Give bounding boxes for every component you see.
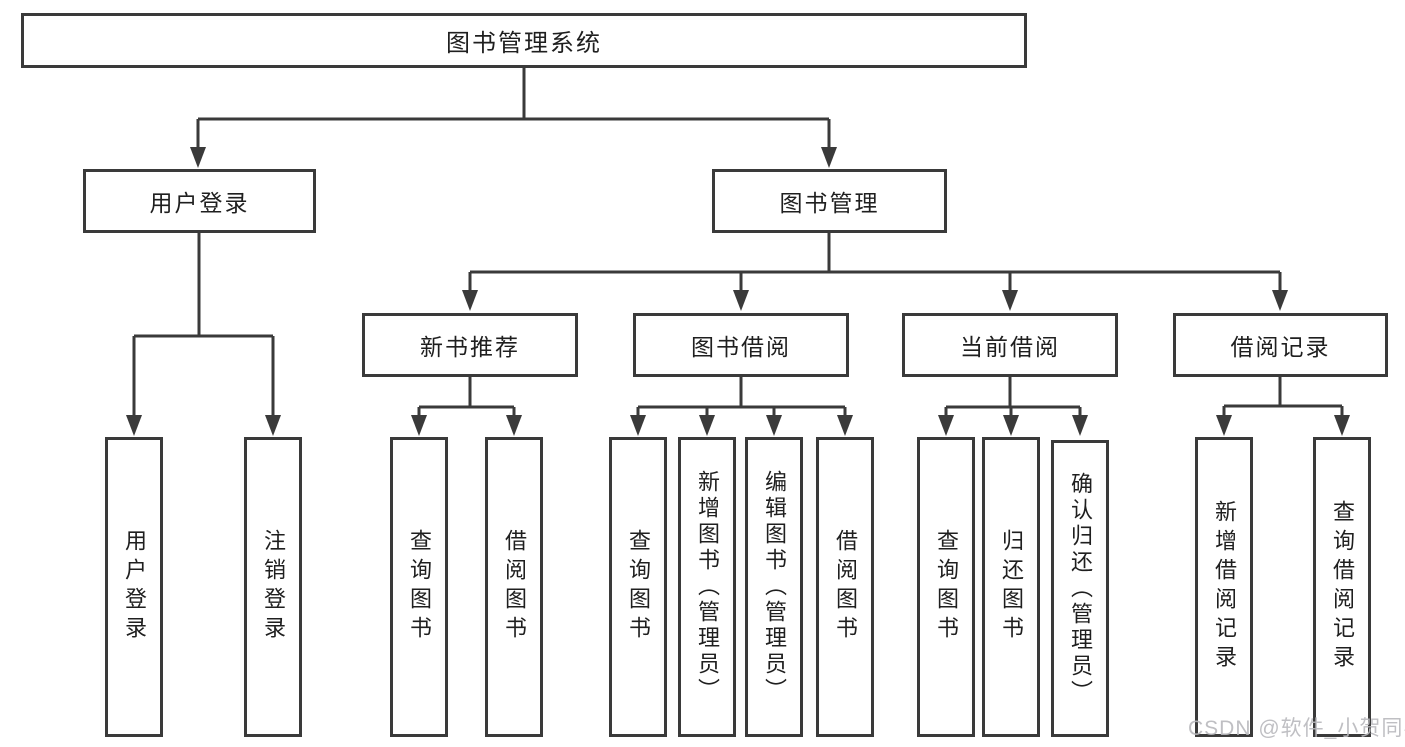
node-label: 图书借阅 (691, 334, 791, 360)
leaf-logout-login: 注销登录 (244, 437, 302, 737)
node-root: 图书管理系统 (21, 13, 1027, 68)
leaf-nbr-borrow-book: 借阅图书 (485, 437, 543, 737)
node-current-borrow: 当前借阅 (902, 313, 1118, 377)
node-label: 新增图书（管理员） (695, 470, 720, 704)
node-label: 用户登录 (122, 529, 147, 645)
node-label: 图书管理系统 (446, 30, 602, 57)
node-label: 借阅记录 (1230, 334, 1331, 360)
node-label: 查询借阅记录 (1330, 500, 1355, 674)
node-label: 借阅图书 (833, 529, 858, 645)
leaf-bb-query-book: 查询图书 (609, 437, 667, 737)
node-label: 新书推荐 (420, 334, 520, 360)
node-label: 新增借阅记录 (1212, 500, 1237, 674)
leaf-bb-borrow-book: 借阅图书 (816, 437, 874, 737)
leaf-cb-query-book: 查询图书 (917, 437, 975, 737)
leaf-cb-confirm-return-admin: 确认归还（管理员） (1051, 440, 1109, 737)
node-label: 查询图书 (626, 529, 651, 645)
node-label: 借阅图书 (502, 529, 527, 645)
node-label: 图书管理 (779, 190, 880, 216)
node-label: 当前借阅 (960, 334, 1060, 360)
leaf-br-query-record: 查询借阅记录 (1313, 437, 1371, 737)
leaf-br-add-record: 新增借阅记录 (1195, 437, 1253, 737)
leaf-bb-add-book-admin: 新增图书（管理员） (678, 437, 736, 737)
leaf-user-login: 用户登录 (105, 437, 163, 737)
node-new-book-recommend: 新书推荐 (362, 313, 578, 377)
node-label: 用户登录 (149, 190, 250, 216)
node-label: 确认归还（管理员） (1068, 471, 1093, 706)
node-label: 注销登录 (261, 529, 286, 645)
node-book-management: 图书管理 (712, 169, 947, 233)
node-user-login: 用户登录 (83, 169, 316, 233)
node-borrow-records: 借阅记录 (1173, 313, 1388, 377)
node-label: 编辑图书（管理员） (762, 470, 787, 704)
node-label: 归还图书 (999, 529, 1024, 645)
node-book-borrow: 图书借阅 (633, 313, 849, 377)
leaf-cb-return-book: 归还图书 (982, 437, 1040, 737)
node-label: 查询图书 (934, 529, 959, 645)
watermark: CSDN @软件_小贺同学 (1188, 717, 1405, 740)
node-label: 查询图书 (407, 529, 432, 645)
leaf-nbr-query-book: 查询图书 (390, 437, 448, 737)
leaf-bb-edit-book-admin: 编辑图书（管理员） (745, 437, 803, 737)
